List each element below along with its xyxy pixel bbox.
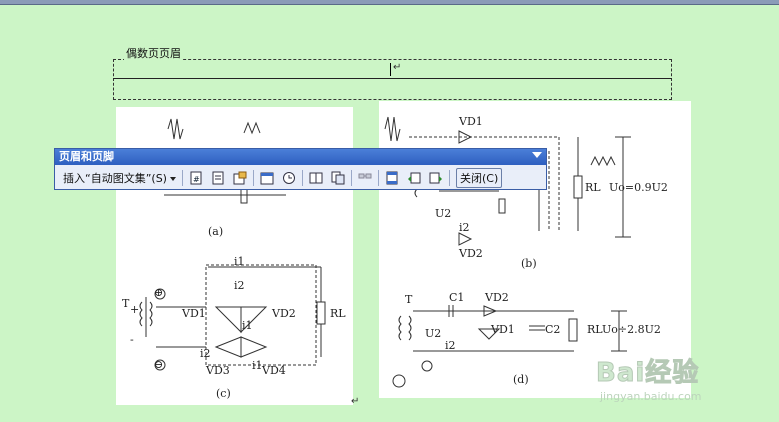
toolbar-separator [252, 169, 254, 186]
label-i2-b: i2 [459, 221, 470, 234]
insert-time-icon[interactable] [281, 170, 297, 186]
text-cursor [390, 63, 391, 76]
label-i2-bottom: i2 [200, 347, 211, 360]
header-label: 偶数页页眉 [124, 45, 183, 61]
label-minus: - [130, 333, 134, 346]
caption-a: (a) [208, 225, 224, 238]
label-vd3: VD3 [206, 364, 230, 377]
caption-c: (c) [216, 387, 231, 400]
label-vd1-d: VD1 [491, 323, 515, 336]
window-top-bar [0, 0, 779, 5]
label-t: T [122, 297, 130, 310]
label-i2-d: i2 [445, 339, 456, 352]
toolbar-separator [350, 169, 352, 186]
show-previous-icon[interactable] [406, 170, 422, 186]
caption-d: (d) [513, 373, 529, 386]
label-rl-b: RL [585, 181, 601, 194]
paragraph-mark: ↵ [393, 62, 402, 73]
toolbar-buttons-row: 插入“自动图文集”(S) # 关闭(C) [55, 166, 546, 189]
header-footer-toolbar[interactable]: 页眉和页脚 插入“自动图文集”(S) # 关闭(C) [54, 148, 547, 190]
switch-header-footer-icon[interactable] [384, 170, 400, 186]
label-vd1: VD1 [182, 307, 206, 320]
watermark-url: jingyan.baidu.com [600, 390, 702, 403]
label-c2: C2 [545, 323, 561, 336]
watermark-logo: Bai经验 [595, 358, 700, 389]
label-c1: C1 [449, 291, 465, 304]
label-vd2-d: VD2 [485, 291, 509, 304]
show-next-icon[interactable] [428, 170, 444, 186]
label-plus: + [130, 303, 140, 316]
toolbar-separator [377, 169, 379, 186]
show-hide-text-icon[interactable] [330, 170, 346, 186]
label-i1-bottom: i1 [252, 359, 263, 372]
chevron-down-icon [169, 176, 176, 181]
svg-text:#: # [193, 175, 200, 184]
paragraph-mark-end: ↵ [351, 396, 360, 407]
same-as-previous-icon[interactable] [357, 170, 373, 186]
label-u2-d: U2 [425, 327, 442, 340]
toolbar-separator [448, 169, 450, 186]
label-minus-circle: ⊖ [154, 358, 164, 371]
toolbar-title: 页眉和页脚 [59, 150, 114, 163]
label-vd4: VD4 [262, 364, 286, 377]
caption-b: (b) [521, 257, 537, 270]
label-uo-b: Uo=0.9U2 [609, 181, 668, 194]
label-vd2: VD2 [272, 307, 296, 320]
header-bottom-border [113, 78, 672, 79]
label-rl-uo-d: RLUo÷2.8U2 [587, 323, 661, 336]
format-page-number-icon[interactable] [232, 170, 248, 186]
header-region[interactable] [113, 59, 672, 100]
toolbar-separator [181, 169, 183, 186]
circuit-diagram-left [139, 118, 326, 371]
insert-page-count-icon[interactable] [210, 170, 226, 186]
close-header-footer-button[interactable]: 关闭(C) [455, 167, 503, 188]
toolbar-options-icon[interactable] [532, 152, 542, 158]
label-i1-top: i1 [234, 255, 245, 268]
label-i1-mid: i1 [242, 319, 253, 332]
baidu-jingyan-watermark: Bai经验 jingyan.baidu.com [595, 352, 766, 412]
label-rl: RL [330, 307, 346, 320]
label-t-d: T [405, 293, 413, 306]
toolbar-separator [301, 169, 303, 186]
label-vd1-b: VD1 [459, 115, 483, 128]
label-u2-b: U2 [435, 207, 452, 220]
insert-date-icon[interactable] [259, 170, 275, 186]
label-plus-circle: ⊕ [154, 286, 164, 299]
insert-autotext-button[interactable]: 插入“自动图文集”(S) [55, 170, 180, 186]
toolbar-title-bar[interactable]: 页眉和页脚 [55, 149, 546, 165]
label-vd2-b: VD2 [459, 247, 483, 260]
label-i2-top: i2 [234, 279, 245, 292]
insert-page-number-icon[interactable]: # [188, 170, 204, 186]
page-setup-icon[interactable] [308, 170, 324, 186]
